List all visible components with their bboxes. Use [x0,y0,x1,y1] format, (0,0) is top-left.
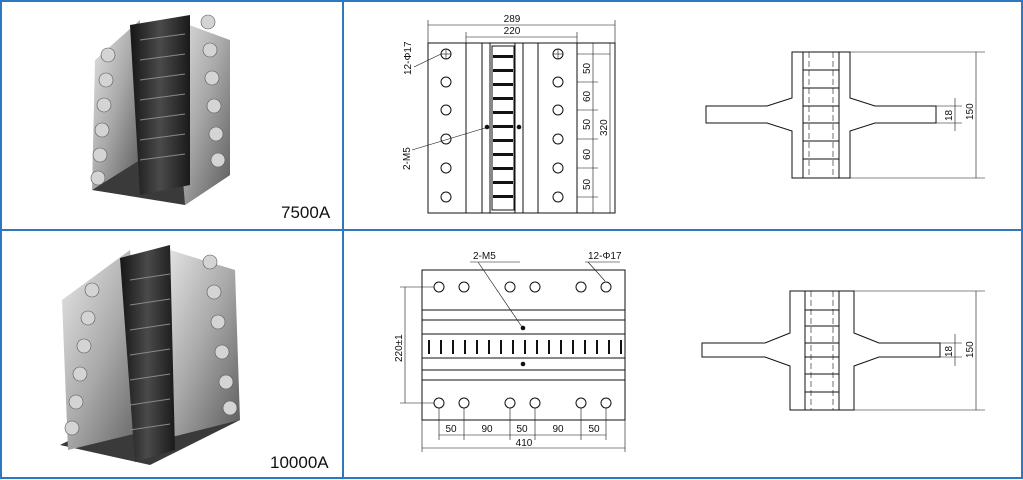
front-view-10000a [400,261,626,452]
model-label-7500a: 7500A [281,203,331,222]
dim-pitch-10000a-3: 50 [516,424,528,435]
dim-pitch-7500a-5: 50 [582,178,593,190]
dim-side-height-7500a: 150 [965,103,976,120]
product-photo-7500a [90,14,230,205]
dim-terminal-10000a: 18 [944,345,955,357]
dim-pitch-7500a-3: 50 [582,118,593,130]
side-view-7500a [705,51,985,179]
front-view-7500a [411,20,616,214]
dim-height-7500a: 320 [599,119,610,136]
tap-callout-10000a: 2-M5 [473,251,496,262]
hole-callout-7500a: 12-Φ17 [403,41,414,75]
dim-pitch-7500a-1: 50 [582,62,593,74]
dim-inner-width-7500a: 220 [504,26,521,37]
hole-callout-10000a: 12-Φ17 [588,251,622,262]
dim-overall-width-7500a: 289 [504,14,521,25]
tap-callout-7500a: 2-M5 [402,147,413,170]
dim-pitch-7500a-2: 60 [582,90,593,102]
dim-side-height-10000a: 150 [965,341,976,358]
dim-pitch-10000a-2: 90 [481,424,493,435]
dim-pitch-7500a-4: 60 [582,148,593,160]
dim-height-10000a: 220±1 [394,334,405,362]
dim-pitch-10000a-5: 50 [588,424,600,435]
dim-terminal-7500a: 18 [944,109,955,121]
dim-overall-width-10000a: 410 [516,438,533,449]
dim-pitch-10000a-1: 50 [445,424,457,435]
dim-pitch-10000a-4: 90 [552,424,564,435]
model-label-10000a: 10000A [270,453,329,472]
product-photo-10000a [60,245,240,465]
side-view-10000a [701,290,985,411]
